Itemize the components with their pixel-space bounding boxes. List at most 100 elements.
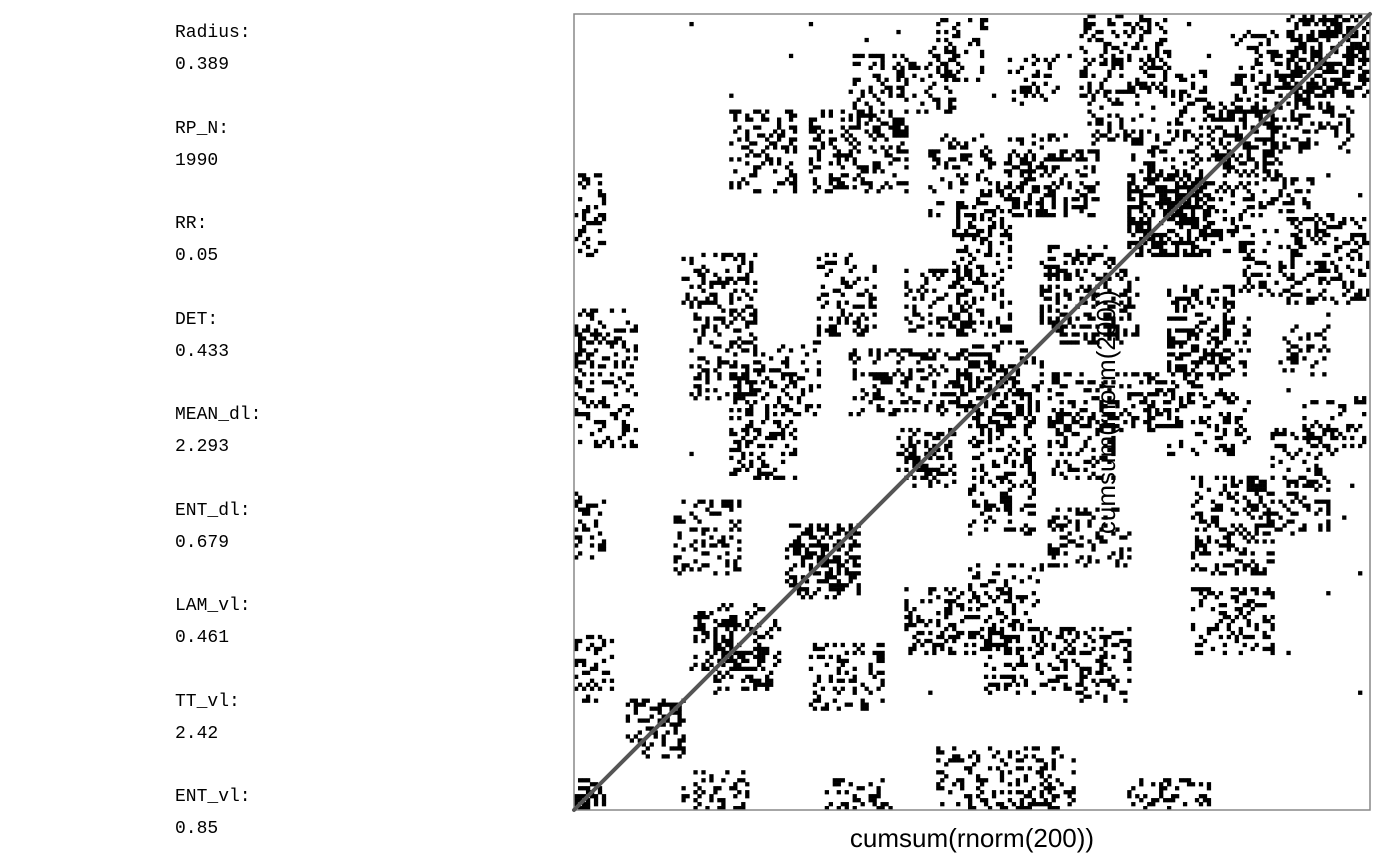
recurrence-point [868, 794, 873, 799]
recurrence-point [761, 451, 766, 457]
recurrence-point [1230, 109, 1235, 114]
recurrence-point [741, 276, 746, 281]
recurrence-point [1242, 634, 1247, 640]
recurrence-point [1266, 81, 1271, 86]
recurrence-point [975, 232, 981, 238]
recurrence-point [856, 587, 861, 592]
recurrence-point [999, 376, 1005, 381]
recurrence-point [609, 344, 615, 349]
recurrence-point [1099, 400, 1104, 405]
recurrence-point [729, 415, 734, 421]
recurrence-point [1059, 392, 1064, 397]
recurrence-point [1143, 806, 1148, 811]
recurrence-point [1270, 141, 1275, 146]
recurrence-point [1119, 630, 1124, 636]
recurrence-point [836, 539, 841, 544]
recurrence-point [1095, 431, 1100, 437]
recurrence-point [995, 571, 1001, 576]
recurrence-point [733, 109, 738, 114]
recurrence-point [856, 292, 861, 297]
recurrence-point [1198, 141, 1204, 146]
recurrence-point [1306, 17, 1311, 23]
recurrence-point [1031, 690, 1036, 695]
recurrence-point [1262, 89, 1267, 94]
recurrence-point [1091, 93, 1096, 98]
recurrence-point [964, 408, 969, 413]
recurrence-point [920, 463, 925, 469]
recurrence-point [1083, 197, 1088, 202]
recurrence-point [824, 547, 830, 552]
recurrence-point [761, 149, 766, 154]
recurrence-point [816, 332, 822, 337]
recurrence-point [1027, 161, 1032, 166]
recurrence-point [1111, 642, 1116, 648]
recurrence-point [1182, 193, 1188, 198]
recurrence-point [1127, 396, 1132, 401]
recurrence-point [983, 201, 989, 206]
recurrence-point [585, 356, 591, 361]
recurrence-point [773, 654, 778, 660]
recurrence-point [999, 427, 1005, 433]
recurrence-point [601, 678, 607, 683]
recurrence-point [836, 559, 841, 564]
recurrence-point [1214, 595, 1220, 600]
recurrence-point [601, 380, 607, 385]
recurrence-point [745, 622, 750, 628]
recurrence-point [725, 642, 730, 648]
recurrence-point [1123, 41, 1128, 47]
recurrence-point [1206, 786, 1212, 791]
recurrence-point [800, 344, 806, 349]
recurrence-point [872, 268, 877, 273]
recurrence-point [1230, 165, 1235, 170]
recurrence-point [1322, 296, 1327, 301]
recurrence-point [721, 280, 726, 285]
recurrence-point [776, 161, 782, 166]
recurrence-point [944, 408, 949, 413]
recurrence-point [753, 666, 758, 671]
recurrence-point [1023, 177, 1029, 182]
recurrence-point [780, 404, 786, 409]
recurrence-point [1031, 746, 1036, 751]
recurrence-point [1083, 674, 1088, 679]
recurrence-point [1290, 260, 1295, 266]
recurrence-point [705, 296, 710, 301]
recurrence-point [972, 388, 977, 393]
recurrence-point [574, 408, 579, 413]
recurrence-point [1298, 117, 1303, 122]
recurrence-point [1151, 73, 1156, 78]
recurrence-point [1254, 161, 1259, 166]
recurrence-point [1294, 248, 1299, 254]
recurrence-point [860, 408, 865, 413]
recurrence-point [673, 567, 678, 572]
recurrence-point [1298, 69, 1303, 74]
stat-block: DET:0.433 [175, 309, 475, 363]
recurrence-point [1047, 439, 1052, 445]
recurrence-point [689, 364, 694, 369]
recurrence-point [1194, 451, 1200, 457]
recurrence-point [1075, 543, 1080, 548]
recurrence-point [1043, 169, 1048, 174]
recurrence-point [991, 599, 997, 604]
recurrence-point [1190, 244, 1196, 250]
recurrence-point [916, 467, 921, 472]
recurrence-point [761, 634, 766, 640]
recurrence-point [1023, 455, 1029, 461]
recurrence-point [979, 312, 985, 317]
recurrence-point [956, 268, 961, 273]
recurrence-point [1314, 61, 1319, 67]
recurrence-point [1294, 25, 1299, 31]
recurrence-point [916, 459, 921, 465]
recurrence-point [749, 380, 754, 385]
recurrence-point [1051, 519, 1056, 524]
recurrence-point [1127, 224, 1132, 230]
recurrence-point [912, 400, 917, 405]
recurrence-point [1083, 69, 1088, 74]
recurrence-point [769, 356, 774, 361]
recurrence-point [1202, 185, 1208, 190]
recurrence-point [701, 630, 706, 636]
recurrence-point [1194, 642, 1200, 648]
recurrence-point [1155, 41, 1160, 47]
recurrence-point [1234, 595, 1239, 600]
recurrence-point [597, 189, 603, 194]
recurrence-point [597, 646, 603, 652]
